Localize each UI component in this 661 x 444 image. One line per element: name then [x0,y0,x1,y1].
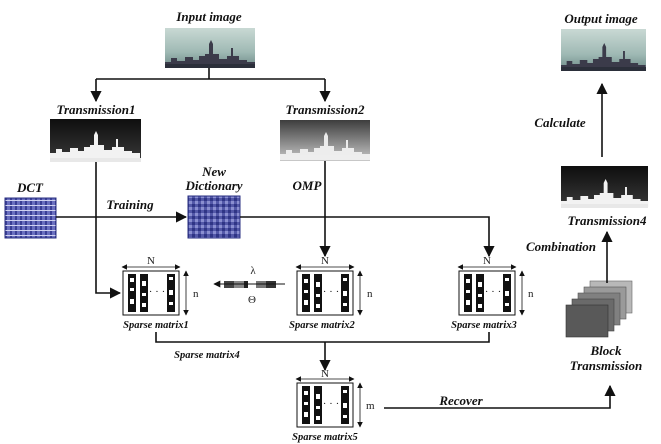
dct-dictionary-image [4,197,57,239]
dictionary-atom-strip: λ Θ [213,265,285,306]
dictionary-to-sparse3-arrow [240,216,495,258]
input-image [165,28,255,68]
sparse-matrix1: N · · · n [121,255,199,316]
sparse-matrix3: N · · · n [457,255,534,316]
sparse2-label: Sparse matrix2 [289,320,355,331]
sparse5-ellipsis: · · · [323,398,340,410]
sparse3-ellipsis: · · · [485,286,502,298]
transmission2-label: Transmission2 [286,102,365,117]
combination-label: Combination [526,239,596,254]
new-dictionary-label-line1: New [201,164,226,179]
sparse5-label: Sparse matrix5 [292,432,358,443]
new-dictionary-label-line2: Dictionary [184,178,242,193]
sparse4-label: Sparse matrix4 [174,350,240,361]
sparse5-dim-N: N [321,368,329,380]
lambda-symbol: λ [250,265,256,277]
new-dictionary-image [187,195,241,239]
recover-arrow [384,384,616,409]
omp-label: OMP [293,178,323,193]
transmission4-label: Transmission4 [568,213,647,228]
sparse3-label: Sparse matrix3 [451,320,517,331]
sparse4-connector [155,332,490,372]
block-transmission-label-line1: Block [589,343,622,358]
sparse3-dim-N: N [483,255,491,267]
theta-symbol: Θ [248,294,256,306]
sparse1-dim-N: N [147,255,155,267]
output-image-label: Output image [564,11,638,26]
sparse5-dim-m: m [366,400,375,412]
input-split-connector [90,68,331,103]
sparse-matrix5: N · · · m [295,368,375,428]
output-image [561,29,646,71]
sparse2-dim-n: n [367,288,373,300]
sparse3-dim-n: n [528,288,534,300]
sparse2-dim-N: N [321,255,329,267]
transmission2-image [280,120,370,161]
sparse1-ellipsis: · · · [149,286,166,298]
transmission1-label: Transmission1 [57,102,136,117]
dct-label: DCT [16,180,44,195]
sparse1-label: Sparse matrix1 [123,320,189,331]
transmission1-image [50,119,141,162]
sparse2-ellipsis: · · · [323,286,340,298]
training-label: Training [106,197,154,212]
transmission4-image [561,166,649,208]
calculate-label: Calculate [534,115,586,130]
block-transmission-stack [565,280,633,338]
recover-label: Recover [438,393,483,408]
sparse-matrix2: N · · · n [295,255,373,316]
block-transmission-label-line2: Transmission [570,358,643,373]
sparse1-dim-n: n [193,288,199,300]
transmission1-to-sparse1-arrow [95,162,122,299]
input-image-label: Input image [175,9,242,24]
